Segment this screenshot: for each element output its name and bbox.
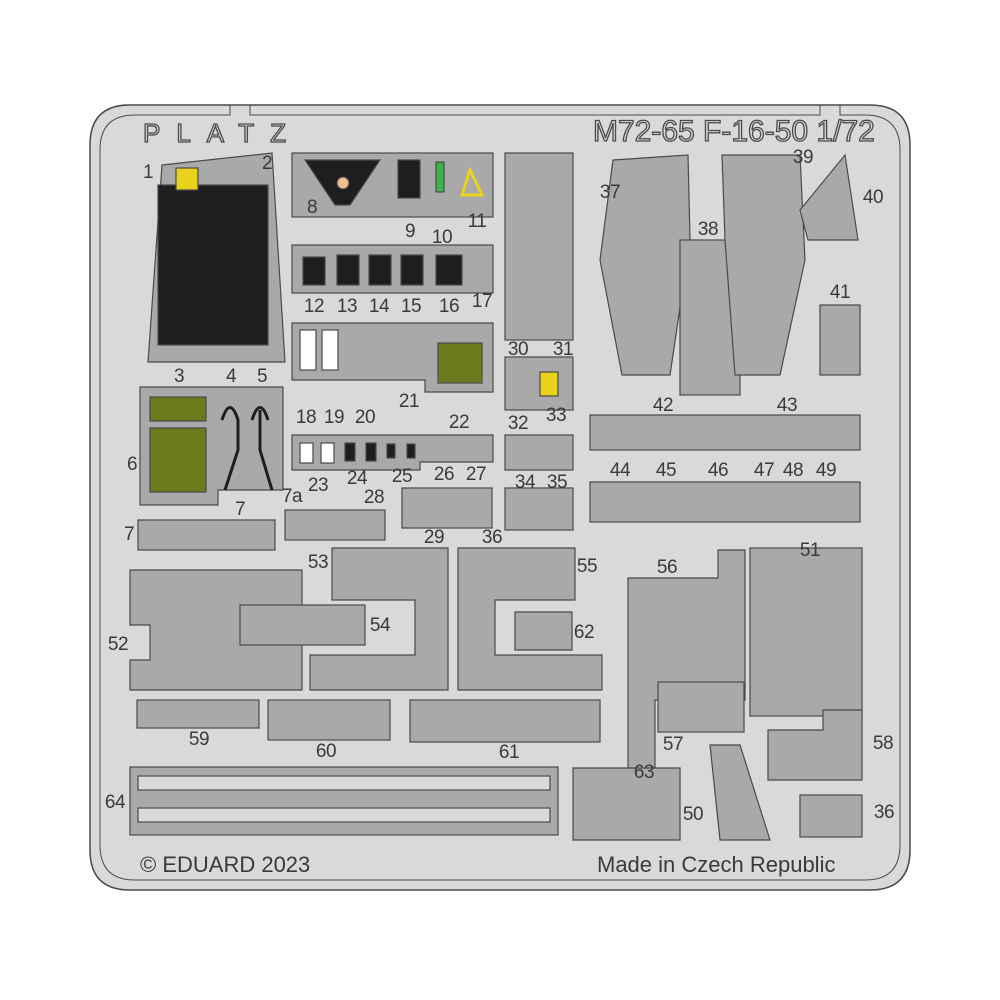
part-number: 52 <box>107 634 129 655</box>
copyright-text: © EDUARD 2023 <box>140 852 311 877</box>
part-29 <box>401 487 493 529</box>
part-number: 35 <box>546 472 568 493</box>
part-number: 34 <box>514 472 536 493</box>
part-30-31 <box>504 152 574 341</box>
part-number: 54 <box>369 615 391 636</box>
part-number: 59 <box>188 729 210 750</box>
part-number: 63 <box>633 762 655 783</box>
part-number: 61 <box>498 742 520 763</box>
part-number: 23 <box>307 475 329 496</box>
part-number: 3 <box>173 366 185 387</box>
part-60 <box>267 699 391 741</box>
part-54 <box>239 604 366 646</box>
part-37 <box>599 154 691 376</box>
part-number: 18 <box>295 407 317 428</box>
part-number: 16 <box>438 296 460 317</box>
part-61 <box>409 699 601 743</box>
part-number: 15 <box>400 296 422 317</box>
part-63 <box>572 767 681 841</box>
part-number: 17 <box>471 291 493 312</box>
part-number: 43 <box>776 395 798 416</box>
origin-text: Made in Czech Republic <box>597 852 836 877</box>
part-number: 7 <box>123 524 135 545</box>
part-number: 2 <box>261 153 273 174</box>
part-number: 38 <box>697 219 719 240</box>
part-number: 14 <box>368 296 390 317</box>
part-41 <box>819 304 861 376</box>
part-59 <box>136 699 260 729</box>
part-number: 36 <box>873 802 895 823</box>
part-number: 60 <box>315 741 337 762</box>
part-number: 1 <box>142 162 154 183</box>
part-number: 45 <box>655 460 677 481</box>
part-number: 53 <box>307 552 329 573</box>
part-32-33 <box>504 356 574 411</box>
part-number: 56 <box>656 557 678 578</box>
part-number: 47 <box>753 460 775 481</box>
part-number: 19 <box>323 407 345 428</box>
part-number: 36 <box>481 527 503 548</box>
part-58 <box>767 709 863 781</box>
part-number: 48 <box>782 460 804 481</box>
part-number: 42 <box>652 395 674 416</box>
part-34-35 <box>504 434 574 471</box>
part-51 <box>749 547 863 717</box>
product-code: M72-65 F-16-50 1/72 <box>592 114 875 148</box>
part-42-43 <box>589 414 861 451</box>
part-number: 37 <box>599 182 621 203</box>
part-number: 11 <box>467 211 487 232</box>
part-number: 24 <box>346 468 368 489</box>
part-55 <box>457 547 603 691</box>
part-number: 10 <box>431 227 453 248</box>
part-50 <box>709 744 771 841</box>
part-number: 29 <box>423 527 445 548</box>
part-number: 40 <box>862 187 884 208</box>
brand-logo: PLATZ <box>142 117 302 148</box>
part-number: 32 <box>507 413 529 434</box>
part-number: 22 <box>448 412 470 433</box>
part-number: 46 <box>707 460 729 481</box>
part-number: 9 <box>404 221 416 242</box>
part-number: 30 <box>507 339 529 360</box>
part-57 <box>657 681 745 733</box>
part-number: 57 <box>662 734 684 755</box>
part-number: 44 <box>609 460 631 481</box>
part-number: 51 <box>799 540 821 561</box>
part-number: 25 <box>391 466 413 487</box>
part-number: 4 <box>225 366 237 387</box>
part-36b <box>799 794 863 838</box>
part-number: 33 <box>545 405 567 426</box>
part-number: 62 <box>573 622 595 643</box>
part-number: 7 <box>234 499 246 520</box>
part-number: 7a <box>281 486 303 507</box>
part-number: 28 <box>363 487 385 508</box>
part-number: 20 <box>354 407 376 428</box>
part-number: 49 <box>815 460 837 481</box>
part-number: 26 <box>433 464 455 485</box>
part-7 <box>137 519 276 551</box>
part-40 <box>799 153 859 241</box>
part-7a-28 <box>284 509 386 541</box>
part-53 <box>309 547 449 691</box>
part-number: 39 <box>792 147 814 168</box>
part-44-49 <box>589 481 861 523</box>
part-number: 12 <box>303 296 325 317</box>
part-36 <box>504 487 574 531</box>
part-number: 6 <box>126 454 138 475</box>
part-number: 13 <box>336 296 358 317</box>
part-number: 5 <box>256 366 268 387</box>
part-62 <box>514 611 573 651</box>
part-number: 27 <box>465 464 487 485</box>
part-number: 55 <box>576 556 598 577</box>
part-number: 50 <box>682 804 704 825</box>
part-number: 31 <box>552 339 574 360</box>
part-number: 58 <box>872 733 894 754</box>
part-number: 64 <box>104 792 126 813</box>
part-number: 8 <box>306 197 318 218</box>
part-number: 41 <box>829 282 851 303</box>
part-number: 21 <box>398 391 420 412</box>
part-39 <box>721 154 806 376</box>
